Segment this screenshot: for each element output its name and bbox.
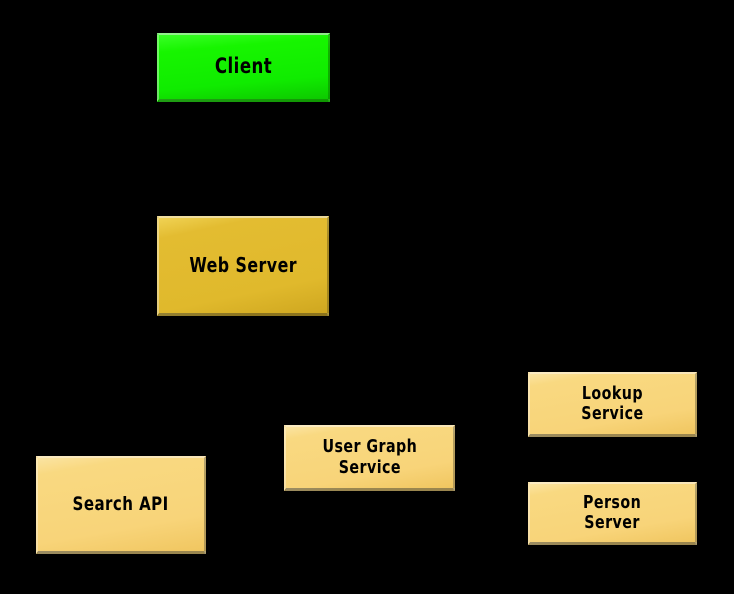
diagram-node-search-api-label: Search API — [72, 492, 170, 515]
diagram-node-client-label: Client — [214, 54, 273, 79]
diagram-node-person-server-label: Person Server — [583, 491, 642, 533]
diagram-node-lookup-service[interactable]: Lookup Service — [528, 372, 697, 437]
diagram-node-lookup-service-label: Lookup Service — [581, 382, 644, 424]
diagram-node-person-server[interactable]: Person Server — [528, 482, 697, 545]
diagram-node-user-graph-service-label: User Graph Service — [322, 436, 417, 478]
diagram-node-web-server[interactable]: Web Server — [157, 216, 329, 316]
diagram-node-web-server-label: Web Server — [189, 253, 297, 278]
diagram-node-user-graph-service[interactable]: User Graph Service — [284, 425, 455, 491]
diagram-node-search-api[interactable]: Search API — [36, 456, 206, 554]
diagram-node-client[interactable]: Client — [157, 33, 330, 102]
